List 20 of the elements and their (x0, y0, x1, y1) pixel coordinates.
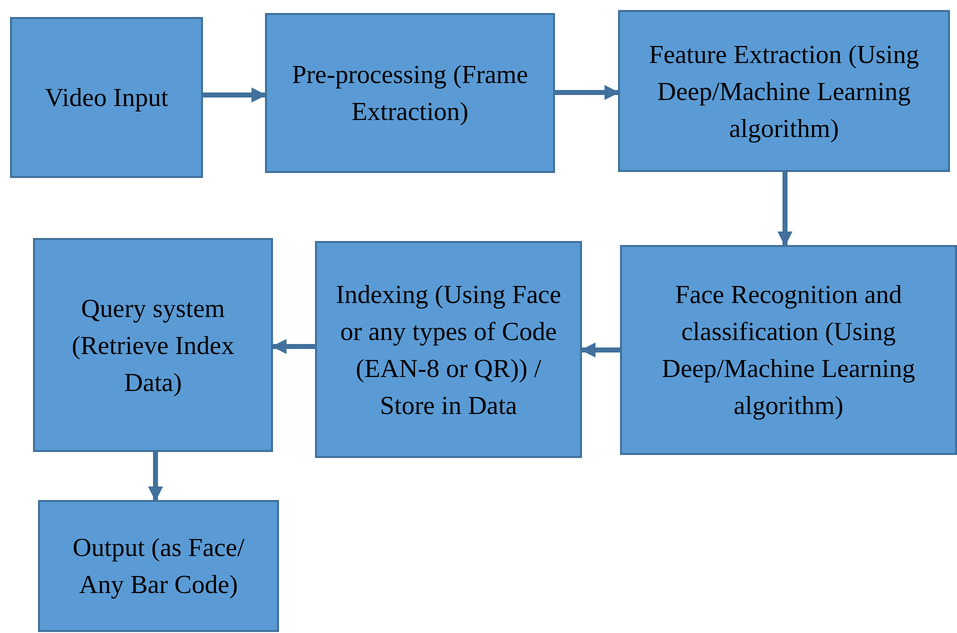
box-label: Output (as Face/ Any Bar Code) (72, 532, 246, 601)
arrow (203, 88, 266, 102)
process-box (620, 245, 957, 455)
process-box (10, 17, 203, 178)
box-label: Video Input (44, 82, 168, 114)
process-box (618, 10, 950, 172)
process-box (33, 238, 273, 452)
arrow (272, 339, 315, 354)
box-label: Query system (Retrieve Index Data) (70, 292, 236, 398)
box-label: Indexing (Using Face or any types of Code (EAN-8 or QR)) / Store in Data (334, 278, 562, 422)
arrow (148, 452, 163, 502)
box-label: Pre-processing (Frame Extraction) (290, 59, 530, 128)
arrow (580, 342, 620, 358)
process-box (315, 241, 582, 458)
arrow (778, 172, 792, 246)
box-label: Face Recognition and classification (Using Deep/Machine Learning algorithm) (660, 279, 916, 422)
process-box (265, 13, 555, 173)
box-label: Feature Extraction (Using Deep/Machine Learning algorithm) (648, 38, 920, 145)
arrow (555, 85, 620, 100)
process-box (38, 500, 279, 632)
